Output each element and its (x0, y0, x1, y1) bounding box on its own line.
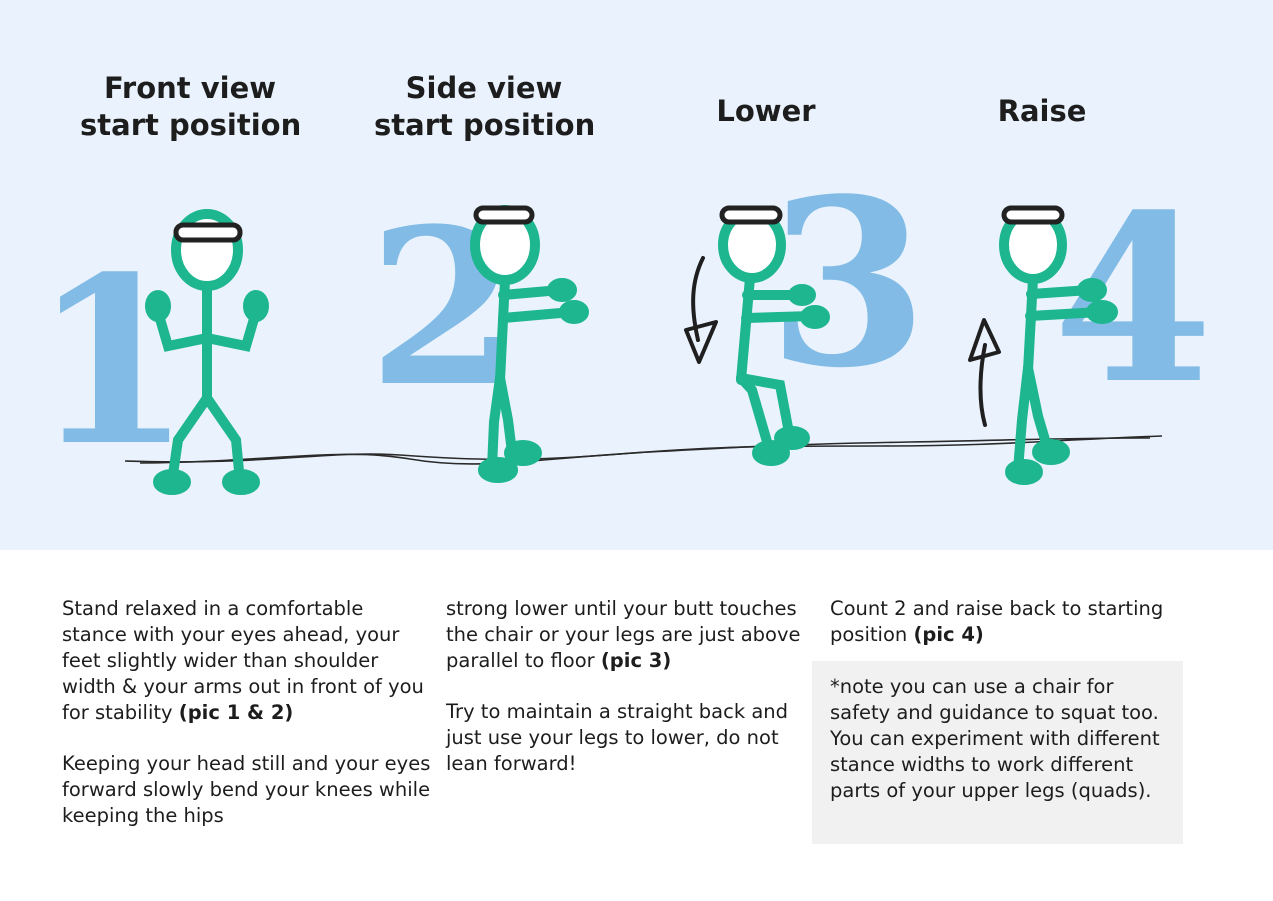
step-title-4-line1: Raise (997, 94, 1087, 128)
figure-front-view (145, 209, 269, 495)
step-title-2-line2: start position (374, 108, 596, 142)
instruction-column-1: Stand relaxed in a comfortable stance wi… (62, 596, 432, 854)
pic-reference: (pic 1 & 2) (178, 701, 294, 724)
step-number-3: 3 (768, 149, 928, 419)
instruction-text: Try to maintain a straight back and just… (446, 700, 789, 775)
squat-illustration: 1 2 3 4 (32, 149, 1213, 497)
figure-lower (718, 205, 830, 466)
instruction-paragraph: Count 2 and raise back to starting posit… (830, 596, 1200, 648)
pic-reference: (pic 4) (913, 623, 984, 646)
figure-raise (999, 205, 1118, 485)
instruction-paragraph: Stand relaxed in a comfortable stance wi… (62, 596, 432, 726)
floor-line (124, 435, 1163, 465)
instruction-paragraph: Try to maintain a straight back and just… (446, 699, 808, 777)
instruction-column-2: strong lower until your butt touches the… (446, 596, 808, 802)
step-title-3: Lower (686, 93, 846, 130)
down-arrow-icon (684, 256, 718, 364)
instruction-text: Count 2 and raise back to starting posit… (830, 597, 1164, 646)
step-title-1-line1: Front view (103, 71, 277, 105)
note-box: *note you can use a chair for safety and… (812, 661, 1183, 844)
instruction-text: strong lower until your butt touches the… (446, 597, 801, 672)
step-title-1-line2: start position (80, 108, 302, 142)
note-text: *note you can use a chair for safety and… (830, 675, 1160, 802)
step-title-3-line1: Lower (716, 94, 816, 128)
instruction-text: Keeping your head still and your eyes fo… (62, 752, 431, 827)
step-number-4: 4 (1053, 165, 1213, 435)
step-title-2-line1: Side view (405, 71, 563, 105)
step-title-4: Raise (962, 93, 1122, 130)
instruction-text: Stand relaxed in a comfortable stance wi… (62, 597, 424, 724)
step-title-1: Front view start position (80, 70, 302, 144)
instruction-paragraph: strong lower until your butt touches the… (446, 596, 808, 674)
pic-reference: (pic 3) (600, 649, 672, 672)
up-arrow-icon (968, 318, 1001, 427)
step-title-2: Side view start position (374, 70, 596, 144)
instruction-column-3: Count 2 and raise back to starting posit… (830, 596, 1200, 673)
step-number-1: 1 (32, 227, 192, 497)
figure-side-view (470, 205, 589, 483)
instruction-paragraph: Keeping your head still and your eyes fo… (62, 751, 432, 829)
illustration-panel: 1 2 3 4 (0, 0, 1273, 550)
